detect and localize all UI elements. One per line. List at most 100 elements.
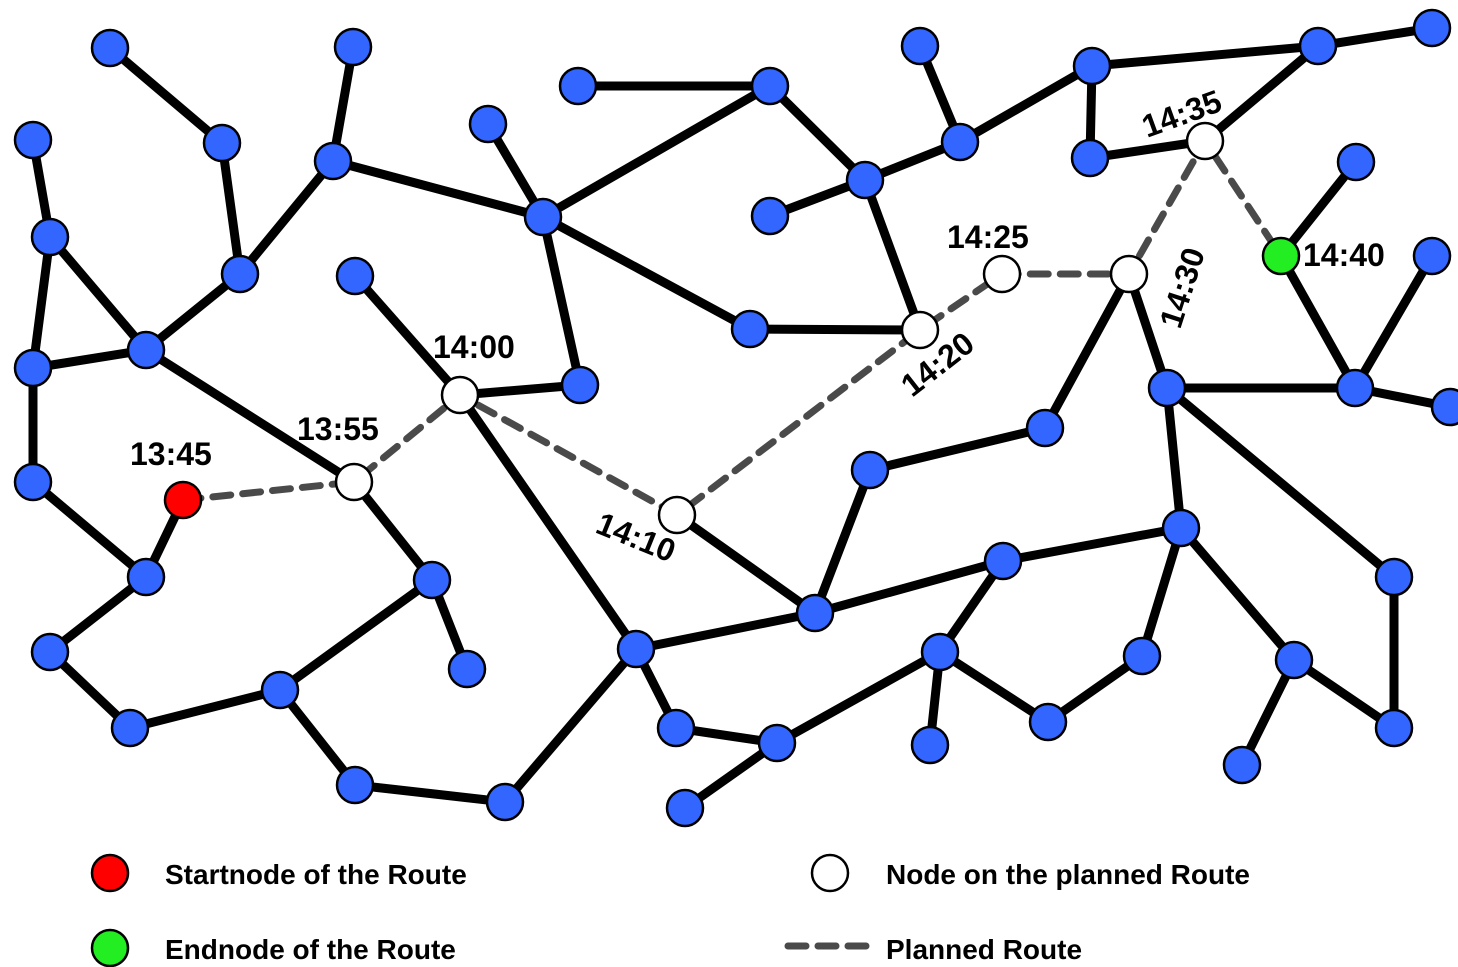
network-node bbox=[750, 66, 790, 106]
network-edge bbox=[349, 477, 437, 585]
network-node bbox=[1374, 708, 1414, 748]
network-edge bbox=[1087, 41, 1323, 71]
network-edge bbox=[810, 556, 1008, 618]
network-node bbox=[920, 632, 960, 672]
network-edge bbox=[772, 647, 945, 748]
network-node bbox=[900, 26, 940, 66]
network-edge bbox=[45, 572, 151, 657]
network-edge bbox=[998, 523, 1186, 566]
network-edge bbox=[1124, 269, 1172, 393]
network-edge bbox=[1200, 41, 1323, 146]
network-node bbox=[560, 365, 600, 405]
network-node bbox=[845, 160, 885, 200]
planned-route bbox=[179, 134, 1285, 520]
route-node bbox=[982, 254, 1022, 294]
time-label-14-30: 14:30 bbox=[1152, 243, 1212, 332]
start-node bbox=[163, 480, 203, 520]
network-edges bbox=[28, 23, 1455, 813]
network-edge bbox=[1276, 251, 1360, 393]
network-node bbox=[13, 462, 53, 502]
network-node bbox=[1072, 46, 1112, 86]
network-edge bbox=[865, 423, 1050, 475]
network-node bbox=[412, 560, 452, 600]
network-edge bbox=[350, 271, 465, 400]
legend-planned-route-label: Planned Route bbox=[886, 934, 1082, 965]
network-node bbox=[1335, 368, 1375, 408]
network-edge bbox=[455, 380, 585, 400]
route-node bbox=[1185, 121, 1225, 161]
network-node bbox=[1147, 368, 1187, 408]
network-node bbox=[90, 28, 130, 68]
legend-start-swatch bbox=[90, 853, 130, 893]
network-node bbox=[313, 141, 353, 181]
network-nodes bbox=[13, 8, 1458, 828]
network-edge bbox=[28, 477, 151, 582]
network-node bbox=[1336, 142, 1376, 182]
network-node bbox=[665, 788, 705, 828]
network-edge bbox=[1176, 523, 1299, 665]
network-edge bbox=[1162, 383, 1399, 582]
network-node bbox=[126, 330, 166, 370]
network-edge bbox=[1276, 157, 1361, 261]
network-node bbox=[1274, 640, 1314, 680]
network-node bbox=[757, 723, 797, 763]
network-node bbox=[940, 122, 980, 162]
network-edge bbox=[1162, 383, 1186, 533]
route-node bbox=[334, 462, 374, 502]
network-edge bbox=[141, 345, 359, 487]
network-node bbox=[730, 309, 770, 349]
network-node bbox=[335, 765, 375, 805]
time-label-13-55: 13:55 bbox=[297, 411, 379, 447]
legend-route-node-label: Node on the planned Route bbox=[886, 859, 1250, 890]
route-node bbox=[900, 310, 940, 350]
time-label-14-40: 14:40 bbox=[1303, 237, 1385, 273]
network-node bbox=[1298, 26, 1338, 66]
end-node bbox=[1261, 236, 1301, 276]
network-edge bbox=[328, 156, 548, 222]
legend-route-node-swatch bbox=[810, 853, 850, 893]
network-edge bbox=[538, 212, 755, 334]
network-node bbox=[202, 123, 242, 163]
network-node bbox=[558, 66, 598, 106]
network-edge bbox=[860, 175, 925, 335]
network-node bbox=[523, 197, 563, 237]
network-node bbox=[30, 632, 70, 672]
network-edge bbox=[455, 390, 641, 654]
network-node bbox=[1430, 387, 1458, 427]
network-edge bbox=[1289, 655, 1399, 733]
route-node bbox=[1109, 254, 1149, 294]
network-edge bbox=[500, 644, 641, 807]
route-node bbox=[440, 375, 480, 415]
network-edge bbox=[275, 685, 360, 790]
network-edge bbox=[1350, 251, 1437, 393]
network-node bbox=[1122, 636, 1162, 676]
network-node bbox=[1070, 138, 1110, 178]
network-edge bbox=[765, 81, 870, 185]
network-edge bbox=[235, 156, 338, 279]
network-edge bbox=[45, 232, 151, 355]
network-edge bbox=[141, 269, 245, 355]
network-node bbox=[750, 196, 790, 236]
network-edge bbox=[538, 212, 585, 390]
network-edge bbox=[1137, 523, 1186, 661]
network-node bbox=[1161, 508, 1201, 548]
network-node bbox=[983, 541, 1023, 581]
network-edge bbox=[125, 685, 285, 733]
network-edge bbox=[328, 42, 358, 166]
network-edge bbox=[28, 232, 55, 373]
network-node bbox=[468, 104, 508, 144]
network-node bbox=[1374, 557, 1414, 597]
planned-route-line bbox=[179, 134, 1285, 520]
network-edge bbox=[105, 43, 227, 148]
network-edge bbox=[1040, 269, 1134, 433]
route-node bbox=[657, 495, 697, 535]
network-edge bbox=[350, 780, 510, 807]
network-node bbox=[1412, 236, 1452, 276]
network-node bbox=[1222, 745, 1262, 785]
network-node bbox=[126, 557, 166, 597]
network-edge bbox=[1237, 655, 1299, 770]
network-edge bbox=[538, 81, 775, 222]
network-node bbox=[850, 450, 890, 490]
network-edge bbox=[1085, 136, 1210, 163]
